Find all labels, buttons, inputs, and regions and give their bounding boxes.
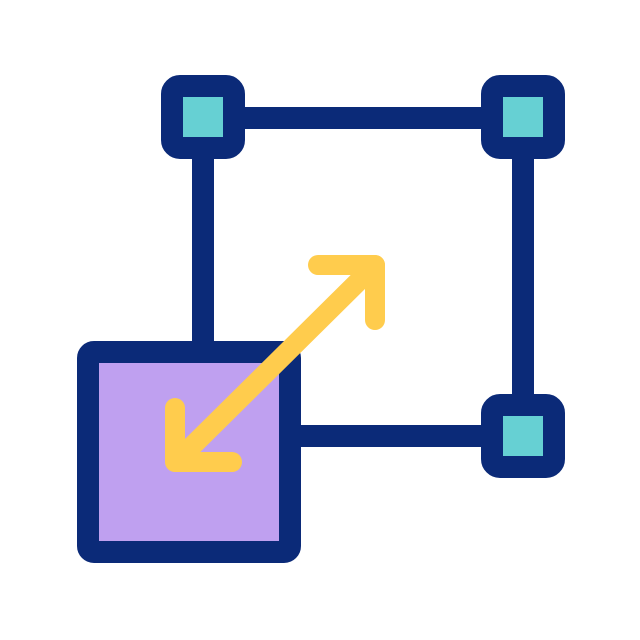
arrow-shaft [170,255,385,468]
handle-bottom-right [481,394,565,478]
handle-top-right [481,75,565,159]
resize-arrow-icon [165,255,385,472]
arrow-head-bottom-left [165,398,242,472]
handle-top-left [161,75,245,159]
arrow-head-top-right [308,255,385,330]
